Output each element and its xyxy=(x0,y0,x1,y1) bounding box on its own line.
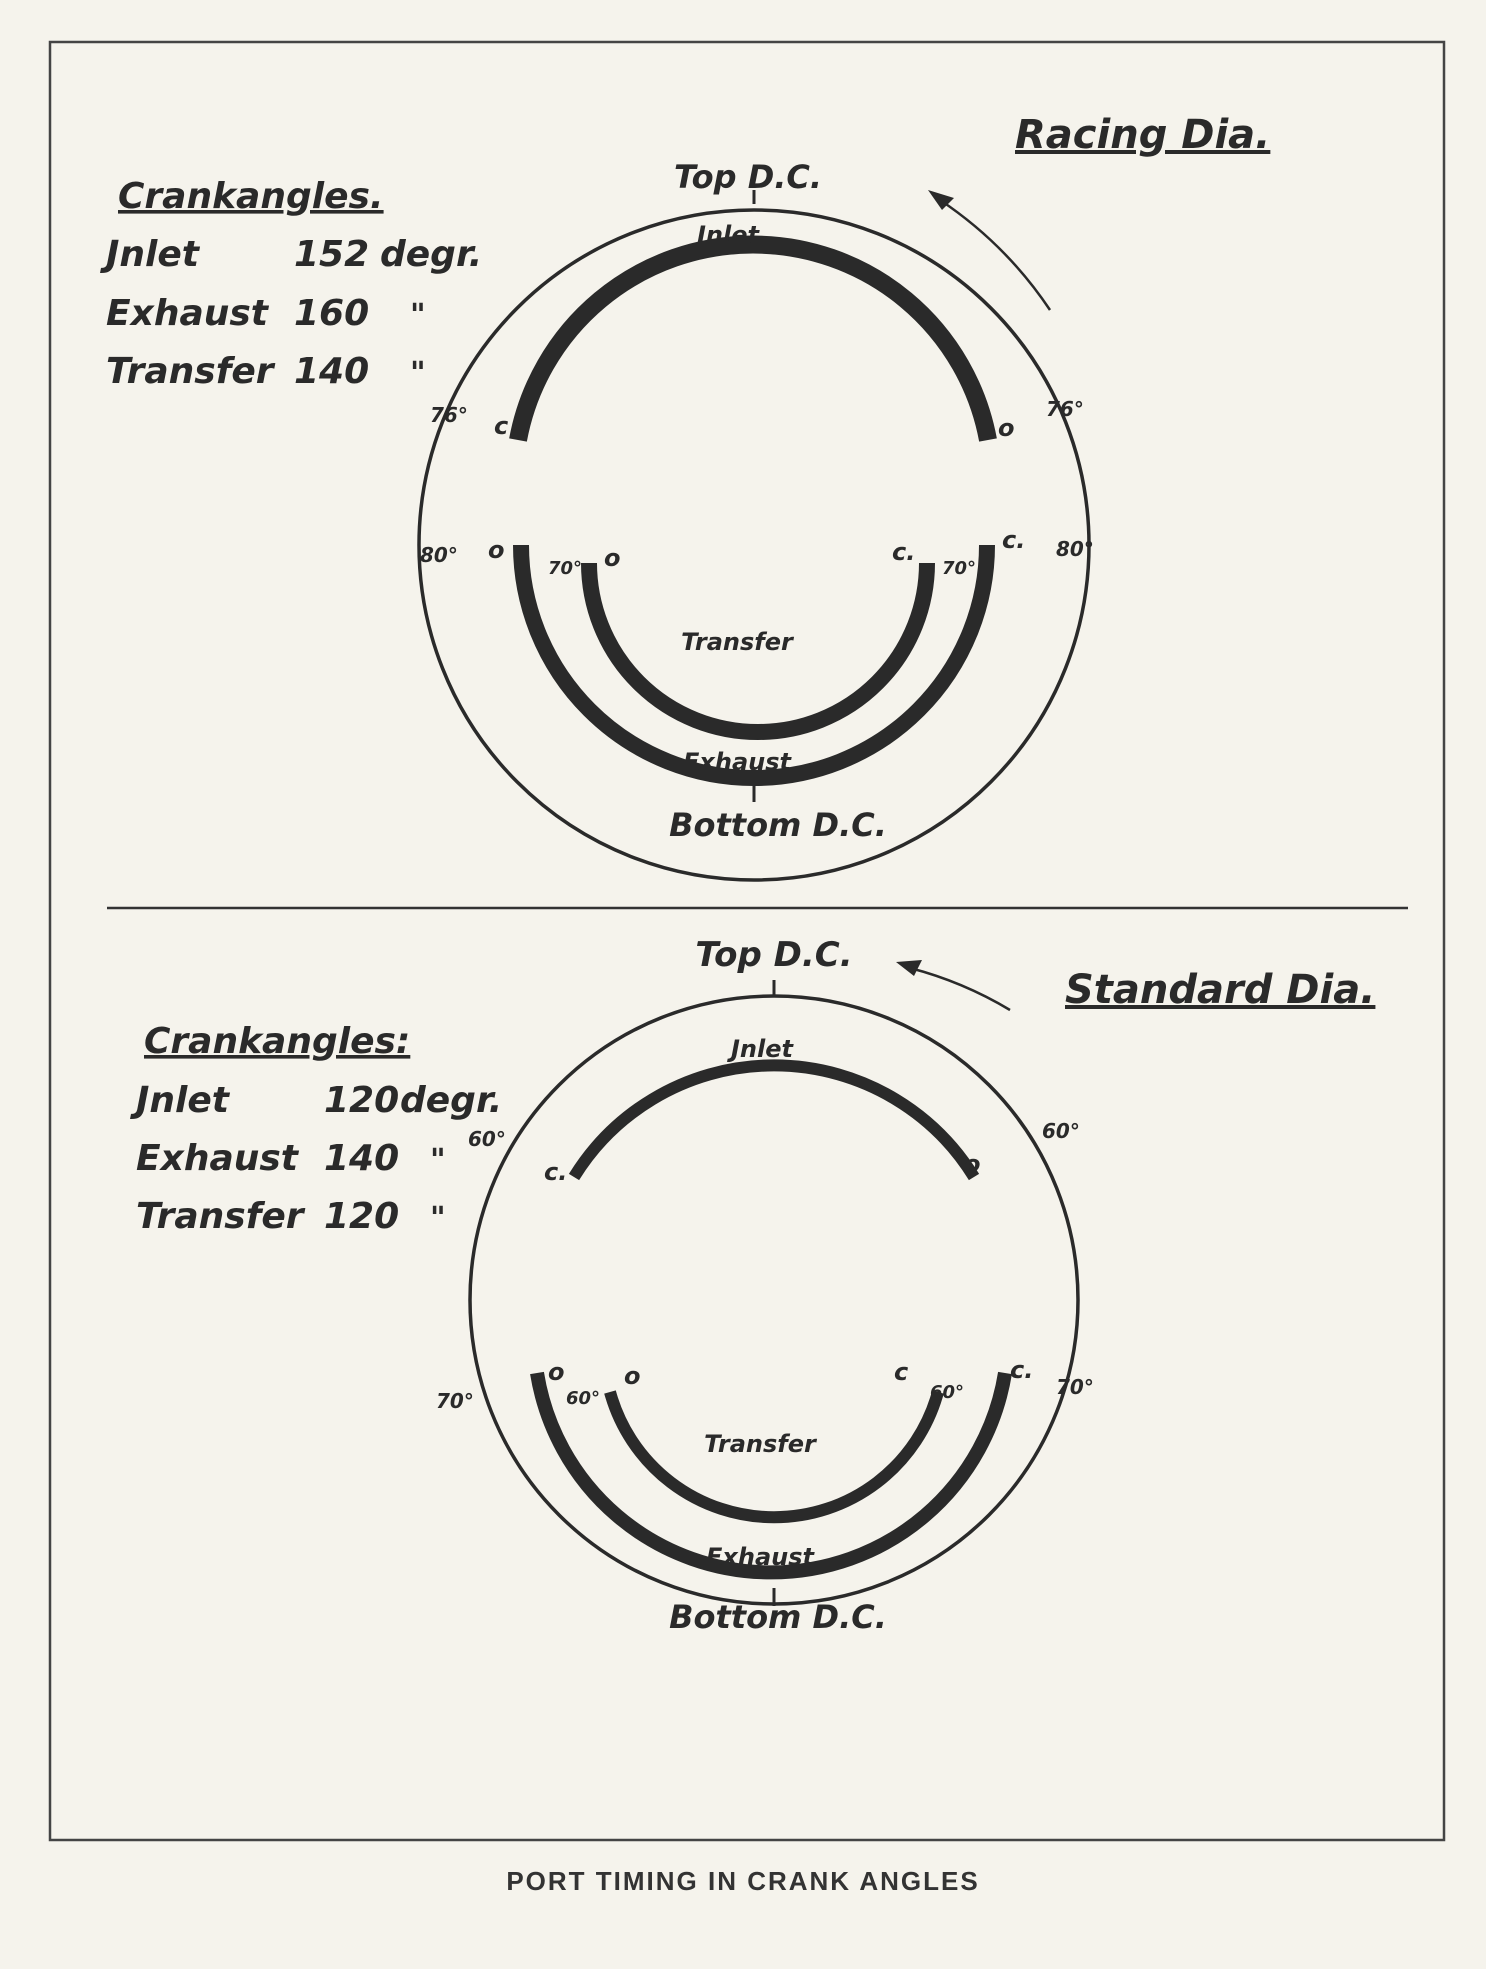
standard-transfer-unit: " xyxy=(430,1201,446,1236)
racing-inlet-close-mark: c xyxy=(494,412,508,440)
racing-inlet-bar xyxy=(509,235,997,442)
racing-inlet-open-mark: o xyxy=(998,414,1015,442)
racing-exhaust-unit: " xyxy=(410,298,426,333)
racing-crank-circle xyxy=(417,208,1091,882)
standard-inlet-port-label: Jnlet xyxy=(727,1035,795,1063)
standard-exhaust-value: 140 xyxy=(324,1138,399,1179)
standard-exhaust-port-label: Exhaust xyxy=(706,1543,816,1571)
racing-bottom-dc-label: Bottom D.C. xyxy=(669,806,887,844)
standard-inlet-open-mark: o xyxy=(964,1150,981,1178)
racing-title: Racing Dia. xyxy=(1015,112,1270,158)
standard-exhaust-right-angle: 70° xyxy=(1056,1375,1094,1399)
racing-transfer-right-angle: 70° xyxy=(942,558,976,579)
standard-transfer-label: Transfer xyxy=(136,1196,306,1237)
racing-crank-heading: Crankangles. xyxy=(118,176,384,217)
racing-inlet-left-angle: 76° xyxy=(430,403,468,427)
racing-exhaust-bar xyxy=(513,544,995,786)
racing-inlet-value: 152 xyxy=(294,234,369,275)
racing-transfer-label: Transfer xyxy=(106,351,276,392)
standard-bottom-dc-label: Bottom D.C. xyxy=(669,1598,887,1636)
standard-transfer-left-angle: 60° xyxy=(566,1388,600,1409)
standard-exhaust-left-angle: 70° xyxy=(436,1389,474,1413)
standard-transfer-right-angle: 60° xyxy=(930,1382,964,1403)
standard-transfer-open-mark: o xyxy=(624,1362,641,1390)
racing-exhaust-left-angle: 80° xyxy=(420,543,458,567)
standard-inlet-label: Jnlet xyxy=(130,1080,231,1121)
racing-transfer-open-mark: o xyxy=(604,544,621,572)
standard-inlet-left-angle: 60° xyxy=(468,1127,506,1151)
racing-transfer-value: 140 xyxy=(294,351,369,392)
racing-inlet-label: Jnlet xyxy=(100,234,201,275)
racing-rotation-arrow xyxy=(939,198,1052,311)
racing-transfer-port-label: Transfer xyxy=(681,628,795,656)
standard-transfer-bar xyxy=(604,1390,944,1524)
racing-inlet-right-angle: 76° xyxy=(1046,397,1084,421)
racing-inlet-port-label: Jnlet xyxy=(693,221,761,249)
racing-exhaust-label: Exhaust xyxy=(106,293,270,334)
standard-inlet-value: 120 xyxy=(324,1080,399,1121)
standard-exhaust-label: Exhaust xyxy=(136,1138,300,1179)
standard-rotation-arrow xyxy=(909,966,1011,1012)
standard-inlet-bar xyxy=(568,1059,980,1181)
racing-rotation-arrowhead xyxy=(928,190,954,210)
standard-rotation-arrowhead xyxy=(896,960,922,976)
standard-title: Standard Dia. xyxy=(1065,967,1375,1013)
standard-inlet-close-mark: c. xyxy=(544,1158,567,1186)
outer-frame xyxy=(48,40,1446,1842)
standard-top-dc-label: Top D.C. xyxy=(695,935,852,975)
racing-transfer-close-mark: c. xyxy=(892,538,915,566)
standard-exhaust-open-mark: o xyxy=(548,1358,565,1386)
racing-exhaust-open-mark: o xyxy=(488,536,505,564)
standard-transfer-port-label: Transfer xyxy=(704,1430,818,1458)
standard-inlet-unit: degr. xyxy=(400,1080,502,1121)
figure-caption: PORT TIMING IN CRANK ANGLES xyxy=(506,1866,980,1896)
racing-exhaust-value: 160 xyxy=(294,293,369,334)
standard-exhaust-close-mark: c. xyxy=(1010,1356,1033,1384)
standard-diagram: Top D.C. Standard Dia. Crankangles: Jnle… xyxy=(130,935,1375,1636)
racing-transfer-bar xyxy=(581,562,935,740)
standard-transfer-value: 120 xyxy=(324,1196,399,1237)
racing-diagram: Racing Dia. Crankangles. Jnlet 152 degr.… xyxy=(100,112,1270,882)
racing-inlet-unit: degr. xyxy=(380,234,482,275)
racing-top-dc-label: Top D.C. xyxy=(674,158,822,196)
racing-exhaust-close-mark: c. xyxy=(1002,526,1025,554)
standard-exhaust-bar xyxy=(530,1371,1012,1580)
standard-transfer-close-mark: c xyxy=(894,1358,908,1386)
standard-exhaust-unit: " xyxy=(430,1143,446,1178)
racing-exhaust-port-label: Exhaust xyxy=(683,748,793,776)
racing-transfer-unit: " xyxy=(410,356,426,391)
racing-transfer-left-angle: 70° xyxy=(548,558,582,579)
standard-crank-heading: Crankangles: xyxy=(144,1021,410,1062)
standard-inlet-right-angle: 60° xyxy=(1042,1119,1080,1143)
racing-exhaust-right-angle: 80° xyxy=(1056,537,1094,561)
